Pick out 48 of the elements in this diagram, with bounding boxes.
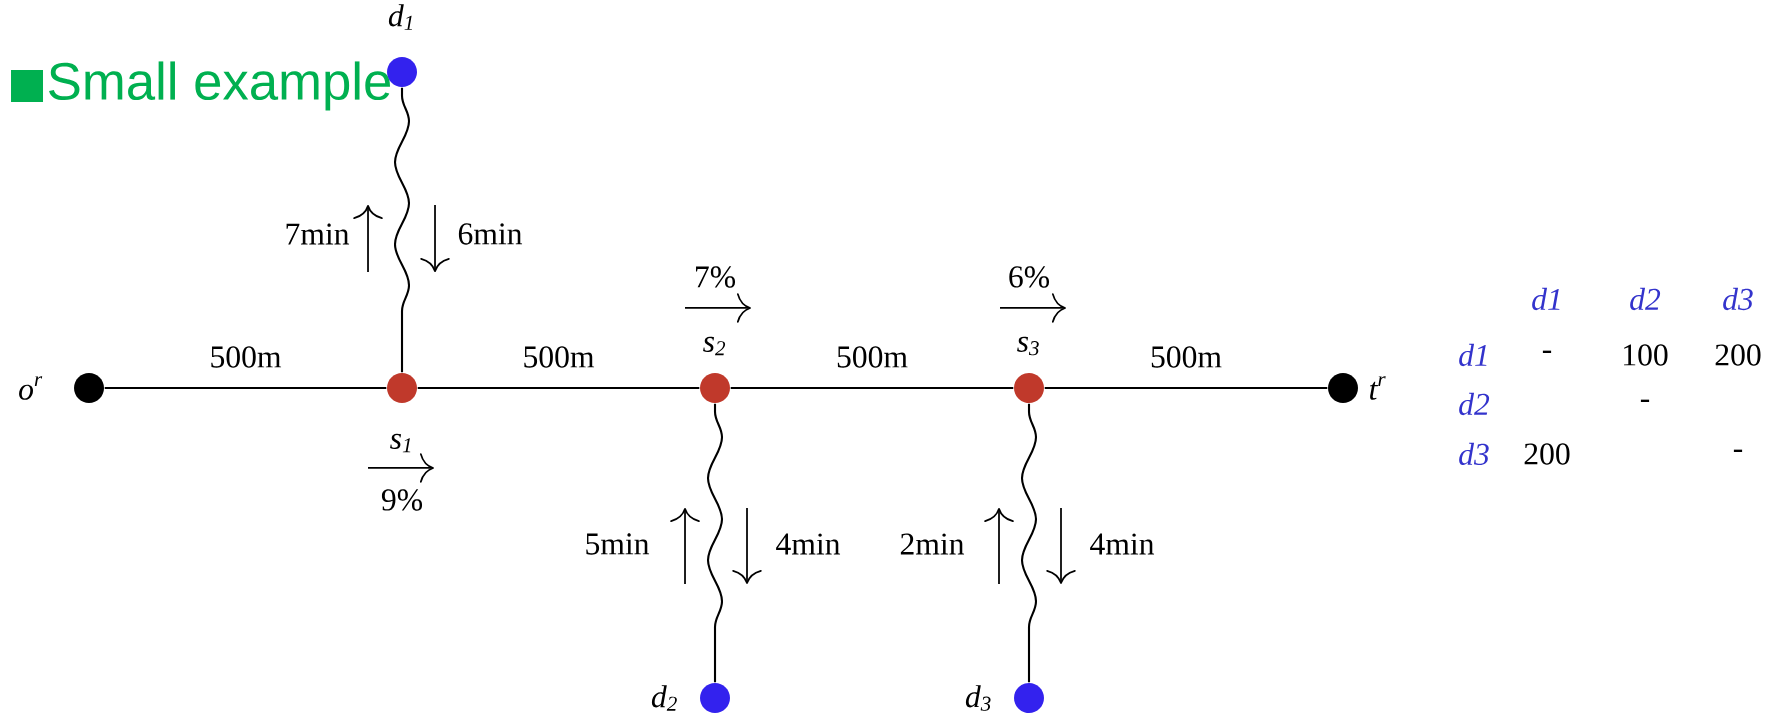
dot <box>74 373 104 403</box>
node-label: o$^{r}$ <box>19 376 43 400</box>
table-cell: 100 <box>1624 344 1668 366</box>
table-cell: d2 <box>1630 287 1661 311</box>
table-cell: - <box>1542 350 1552 354</box>
table-cell: d1 <box>1532 287 1560 311</box>
node-label: s$_{1}$ <box>390 433 411 453</box>
dot <box>1328 373 1358 403</box>
wavy-line <box>1020 403 1038 683</box>
table-cell: - <box>1733 449 1743 453</box>
node-label: d$_{1}$ <box>388 4 413 30</box>
node-label: s$_{2}$ <box>703 336 726 356</box>
table-cell: d2 <box>1459 392 1490 416</box>
table-cell: d3 <box>1723 287 1753 311</box>
text-label: 4min <box>1090 533 1155 555</box>
text-label: 9% <box>381 489 423 511</box>
text-label: 2min <box>900 533 965 555</box>
node-label: d$_{2}$ <box>651 685 677 711</box>
dot <box>387 373 417 403</box>
wavy-line <box>393 87 411 373</box>
table-cell: d3 <box>1459 442 1489 466</box>
line <box>1044 386 1328 390</box>
edge-label: 500m <box>518 342 599 372</box>
line <box>104 386 387 390</box>
text-label: 6min <box>458 223 523 245</box>
line <box>730 386 1014 390</box>
text-label: 7% <box>696 266 736 288</box>
table-cell: 200 <box>1715 344 1761 366</box>
edge-label: 500m <box>1146 342 1226 372</box>
dot <box>1014 683 1044 713</box>
edge-label: 500m <box>205 342 286 372</box>
node-label: t$^{r}$ <box>1370 376 1386 400</box>
title: Small example <box>49 61 390 111</box>
table-cell: - <box>1640 399 1650 403</box>
node-label: d$_{3}$ <box>965 685 991 711</box>
line <box>417 386 700 390</box>
text-label: 6% <box>1009 266 1050 288</box>
dot <box>700 373 730 403</box>
dot <box>700 683 730 713</box>
wavy-line <box>706 403 724 683</box>
edge-label: 500m <box>832 342 912 372</box>
text-label: 7min <box>286 223 350 245</box>
table-cell: d1 <box>1459 343 1487 367</box>
table-cell: 200 <box>1524 443 1570 465</box>
text-label: 5min <box>586 533 650 555</box>
text-label: 4min <box>776 533 841 555</box>
dot <box>1014 373 1044 403</box>
node-label: s$_{3}$ <box>1017 336 1039 356</box>
